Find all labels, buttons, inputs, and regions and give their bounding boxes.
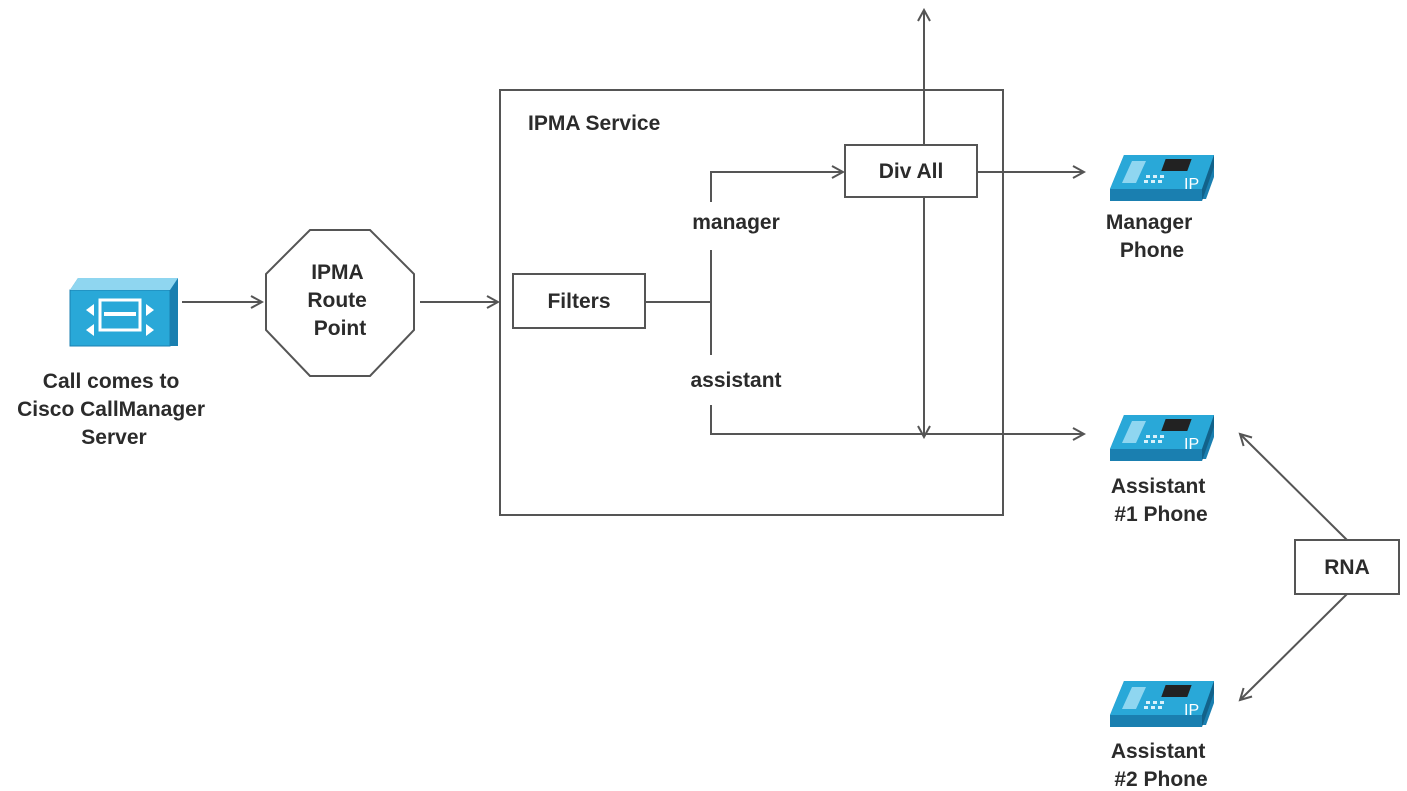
ipma-service-title: IPMA Service	[528, 112, 660, 135]
manager-phone-label: Manager Phone	[1106, 211, 1198, 262]
assistant1-phone-label-line-2: #1 Phone	[1114, 503, 1207, 526]
filters-label: Filters	[547, 290, 610, 313]
route-point-label-line-2: Route	[307, 289, 367, 312]
manager-to-divall-arrow	[710, 172, 843, 202]
manager-phone-badge: IP	[1184, 176, 1199, 193]
assistant2-phone-label-line-2: #2 Phone	[1114, 768, 1207, 791]
assistant1-phone-label: Assistant #1 Phone	[1111, 475, 1211, 526]
server-label-line-1: Call comes to	[43, 370, 180, 393]
manager-phone-label-line-1: Manager	[1106, 211, 1192, 234]
rna-to-assistant1-arrow	[1240, 434, 1348, 541]
assistant1-phone-icon: IP	[1110, 415, 1214, 461]
assistant2-phone-badge: IP	[1184, 702, 1199, 719]
divall-label: Div All	[879, 160, 944, 183]
server-label-line-2: Cisco CallManager	[17, 398, 205, 421]
server-label-line-3: Server	[81, 426, 146, 449]
rna-label: RNA	[1324, 556, 1370, 579]
assistant2-phone-icon: IP	[1110, 681, 1214, 727]
assistant-to-assistant1-phone-arrow	[710, 405, 1084, 434]
assistant1-phone-badge: IP	[1184, 436, 1199, 453]
rna-to-assistant2-arrow	[1240, 593, 1348, 700]
manager-branch-label: manager	[692, 211, 780, 234]
route-point-octagon	[265, 229, 415, 377]
divall-box	[844, 144, 978, 198]
route-point-label-line-3: Point	[314, 317, 367, 340]
server-label: Call comes to Cisco CallManager Server	[17, 370, 211, 449]
route-point-label: IPMA Route Point	[307, 261, 372, 340]
assistant-branch-label: assistant	[690, 369, 781, 392]
manager-phone-icon: IP	[1110, 155, 1214, 201]
assistant2-phone-label-line-1: Assistant	[1111, 740, 1206, 763]
route-point-label-line-1: IPMA	[311, 261, 363, 284]
assistant2-phone-label: Assistant #2 Phone	[1111, 740, 1211, 791]
manager-phone-label-line-2: Phone	[1120, 239, 1184, 262]
assistant1-phone-label-line-1: Assistant	[1111, 475, 1206, 498]
callmanager-server-icon	[69, 278, 178, 347]
